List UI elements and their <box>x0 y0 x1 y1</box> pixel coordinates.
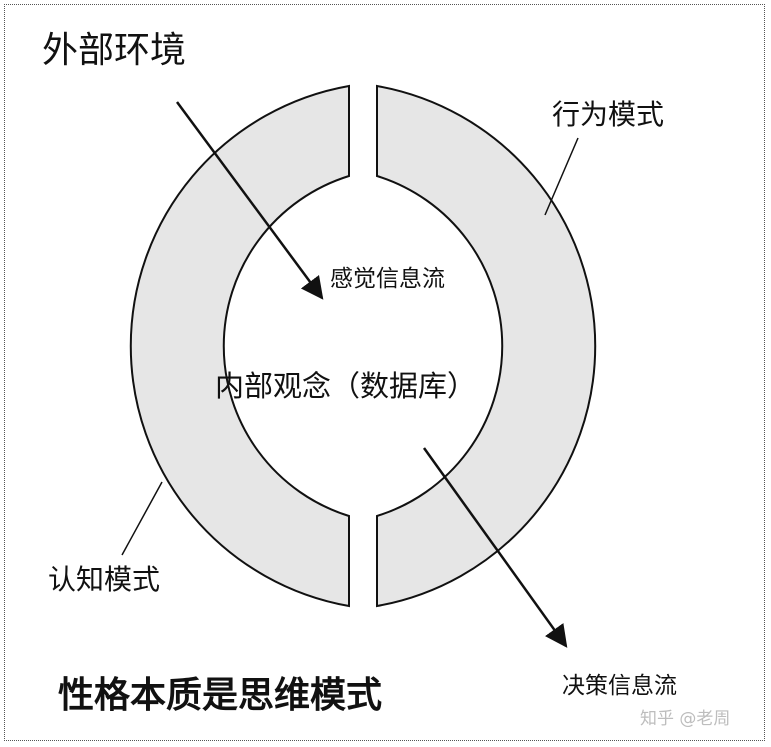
internal-concepts-label: 内部观念（数据库） <box>215 369 476 403</box>
sensory-info-flow-label: 感觉信息流 <box>330 266 445 292</box>
behavior-pattern-label: 行为模式 <box>552 98 664 131</box>
cognitive-pattern-leader <box>121 481 163 556</box>
diagram-frame <box>4 4 765 741</box>
behavior-pattern-leader <box>544 137 579 216</box>
behavior-pattern-ring <box>376 84 597 608</box>
sensory-info-arrow <box>175 101 324 300</box>
decision-info-flow-label: 决策信息流 <box>562 673 677 699</box>
decision-info-arrow <box>422 447 568 648</box>
watermark-label: 知乎 @老周 <box>640 709 730 729</box>
cognitive-pattern-ring <box>129 84 350 608</box>
conclusion-label: 性格本质是思维模式 <box>58 675 382 716</box>
cognitive-pattern-label: 认知模式 <box>48 563 160 596</box>
external-environment-label: 外部环境 <box>42 30 186 71</box>
